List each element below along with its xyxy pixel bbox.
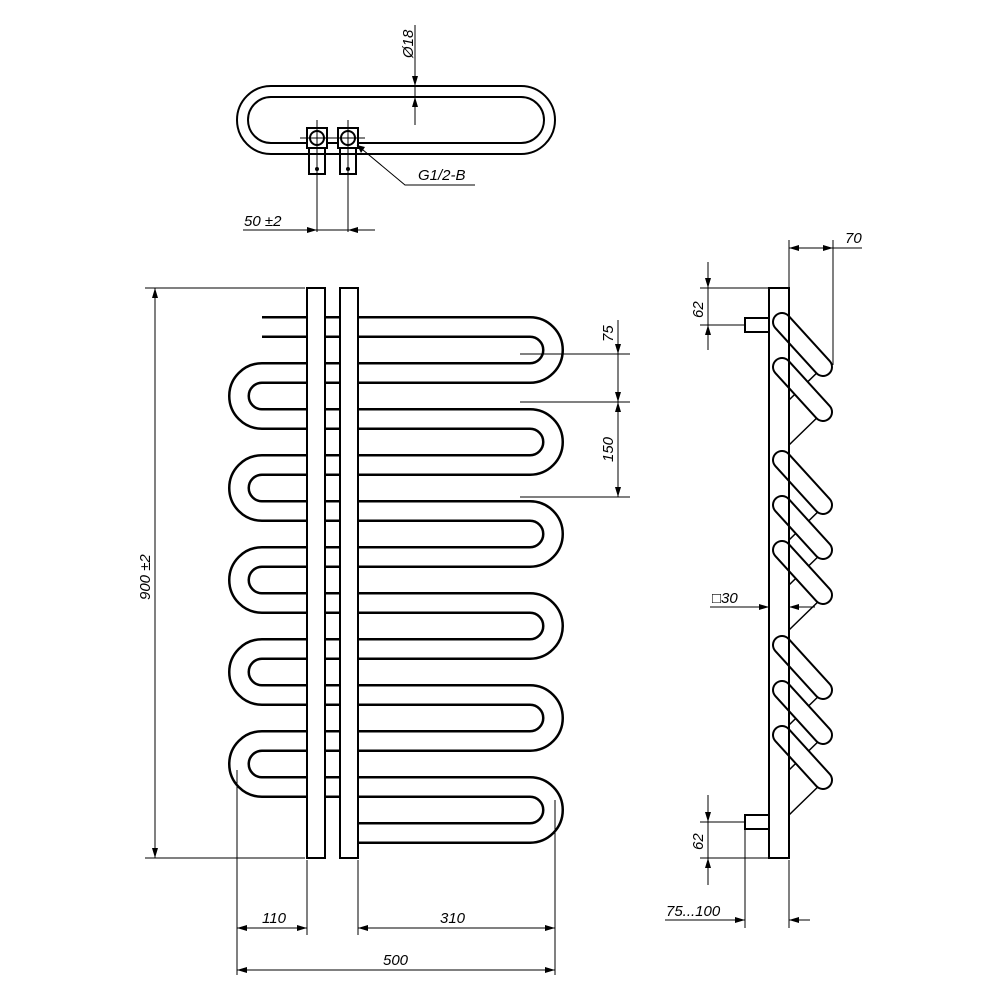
bottom-mount-label: 62 [690, 833, 707, 850]
profile-label: □30 [712, 590, 738, 607]
width-label: 500 [383, 952, 409, 969]
spacing-label: 50 ±2 [244, 213, 282, 230]
front-view: 900 ±2 75 150 110 310 500 [137, 287, 630, 975]
diameter-label: Ø18 [400, 29, 417, 59]
top-mount-label: 62 [690, 301, 707, 318]
wall-distance-label: 75...100 [666, 903, 721, 920]
side-view: 70 62 62 □30 75...100 [665, 230, 862, 928]
top-view: Ø18 G1/2-B 50 ±2 [236, 25, 556, 233]
pitch-small-label: 75 [600, 325, 617, 342]
left-offset-label: 110 [262, 910, 287, 927]
depth-label: 70 [845, 230, 862, 247]
right-offset-label: 310 [440, 910, 466, 927]
thread-label: G1/2-B [418, 167, 466, 184]
height-label: 900 ±2 [137, 554, 154, 600]
pitch-large-label: 150 [600, 436, 617, 462]
